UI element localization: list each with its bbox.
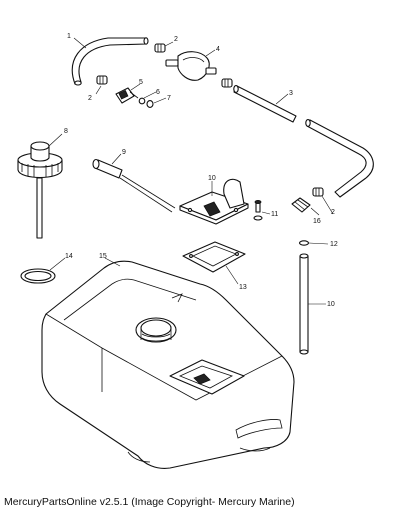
- callout-16: 16: [313, 218, 321, 225]
- part-4-primer-bulb[interactable]: [165, 51, 217, 81]
- callout-6: 6: [156, 89, 160, 96]
- callout-13: 13: [239, 284, 247, 291]
- part-10-pickup-assembly[interactable]: [179, 178, 249, 225]
- part-16-fitting[interactable]: [291, 197, 311, 213]
- callout-1: 1: [67, 33, 71, 40]
- callout-4: 4: [216, 46, 220, 53]
- part-2-clamp-c[interactable]: [221, 78, 233, 88]
- callout-3: 3: [289, 90, 293, 97]
- part-12-o-ring[interactable]: [298, 240, 310, 246]
- part-3-fuel-hose[interactable]: [233, 85, 374, 198]
- part-9-float[interactable]: [92, 158, 176, 213]
- part-2-clamp-d[interactable]: [312, 187, 324, 197]
- part-6-o-ring[interactable]: [138, 97, 146, 105]
- callout-14: 14: [65, 253, 73, 260]
- callout-8: 8: [64, 128, 68, 135]
- part-5-connector[interactable]: [115, 87, 139, 104]
- callout-10: 10: [327, 301, 335, 308]
- callout-7: 7: [167, 95, 171, 102]
- callout-12: 12: [330, 241, 338, 248]
- part-7-o-ring[interactable]: [146, 100, 154, 108]
- callout-2: 2: [88, 95, 92, 102]
- part-2-clamp-a[interactable]: [154, 43, 166, 53]
- part-1-fuel-hose[interactable]: [71, 37, 149, 86]
- part-15-fuel-tank[interactable]: [41, 260, 295, 469]
- copyright-caption: MercuryPartsOnline v2.5.1 (Image Copyrig…: [4, 496, 295, 508]
- part-11-screw[interactable]: [253, 199, 263, 221]
- part-2-clamp-b[interactable]: [96, 75, 108, 85]
- callout-15: 15: [99, 253, 107, 260]
- callout-2: 2: [331, 209, 335, 216]
- callout-11: 11: [271, 211, 278, 218]
- part-14-gasket-ring[interactable]: [20, 268, 56, 284]
- part-8-fuel-cap[interactable]: [17, 141, 63, 239]
- callout-5: 5: [139, 79, 143, 86]
- part-10-pickup-tube[interactable]: [299, 253, 309, 355]
- callout-9: 9: [122, 149, 126, 156]
- leader-lines: [48, 37, 334, 305]
- callout-2: 2: [174, 36, 178, 43]
- part-13-gasket[interactable]: [182, 241, 246, 273]
- callout-10: 10: [208, 175, 216, 182]
